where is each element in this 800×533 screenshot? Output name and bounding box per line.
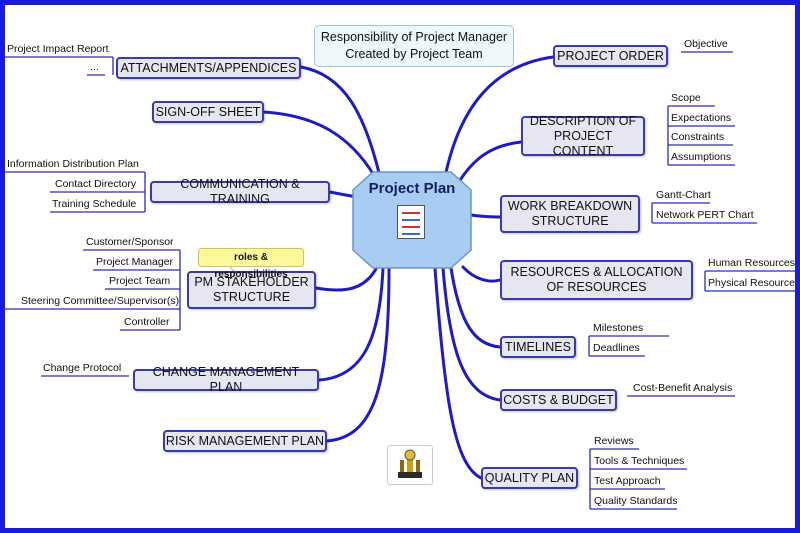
topic-label: CHANGE MANAGEMENT PLAN xyxy=(152,365,300,394)
central-topic[interactable]: Project Plan xyxy=(353,172,471,268)
topic-label-line-2: STRUCTURE xyxy=(531,214,609,228)
roles-callout: roles & responsibilities xyxy=(198,248,304,280)
subtopic-customer-sponsor[interactable]: Customer/Sponsor xyxy=(86,236,174,248)
topic-project-order[interactable]: PROJECT ORDER xyxy=(553,45,668,67)
topic-label-line-1: WORK BREAKDOWN xyxy=(507,199,633,213)
subtopic-reviews[interactable]: Reviews xyxy=(594,435,634,447)
subtopic-cost-benefit-analysis[interactable]: Cost-Benefit Analysis xyxy=(633,382,733,394)
topic-attachments[interactable]: ATTACHMENTS/APPENDICES xyxy=(116,57,301,79)
subtopic-project-team[interactable]: Project Team xyxy=(109,275,171,287)
topic-sign-off-sheet[interactable]: SIGN-OFF SHEET xyxy=(152,101,264,123)
info-note: Responsibility of Project Manager Create… xyxy=(314,25,514,67)
topic-pm-stakeholder-structure[interactable]: PM STAKEHOLDERSTRUCTURE xyxy=(187,271,316,309)
document-checklist-icon xyxy=(397,205,425,239)
topic-costs-budget[interactable]: COSTS & BUDGET xyxy=(500,389,617,411)
subtopic-objective[interactable]: Objective xyxy=(684,38,728,50)
subtopic-project-impact-report[interactable]: Project Impact Report xyxy=(7,43,109,55)
topic-label: COSTS & BUDGET xyxy=(503,392,614,407)
topic-communication-training[interactable]: COMMUNICATION & TRAINING xyxy=(150,177,330,206)
subtopic-human-resources[interactable]: Human Resources xyxy=(708,257,795,269)
topic-label: SIGN-OFF SHEET xyxy=(155,104,261,119)
subtopic-training-schedule[interactable]: Training Schedule xyxy=(52,198,137,210)
mind-map-canvas: Responsibility of Project Manager Create… xyxy=(5,5,795,528)
topic-label: COMMUNICATION & TRAINING xyxy=(180,177,300,206)
note-line-1: Responsibility of Project Manager xyxy=(320,30,508,44)
subtopic-scope[interactable]: Scope xyxy=(671,92,701,104)
central-topic-title: Project Plan xyxy=(368,180,456,197)
subtopic-project-manager[interactable]: Project Manager xyxy=(96,256,174,268)
subtopic-network-pert-chart[interactable]: Network PERT Chart xyxy=(656,209,754,221)
topic-quality-plan[interactable]: QUALITY PLAN xyxy=(481,467,578,489)
topic-label: PROJECT ORDER xyxy=(557,48,664,63)
subtopic-constraints[interactable]: Constraints xyxy=(671,131,725,143)
subtopic-assumptions[interactable]: Assumptions xyxy=(671,151,732,163)
tools-icon[interactable] xyxy=(387,445,433,485)
topic-label: ATTACHMENTS/APPENDICES xyxy=(120,60,297,75)
note-line-2: Created by Project Team xyxy=(345,47,483,61)
topic-risk-management-plan[interactable]: RISK MANAGEMENT PLAN xyxy=(163,430,327,452)
subtopic-gantt-chart[interactable]: Gantt-Chart xyxy=(656,189,711,201)
topic-label-line-2: PROJECT CONTENT xyxy=(552,128,614,158)
subtopic-quality-standards[interactable]: Quality Standards xyxy=(594,495,678,507)
subtopic-information-distribution-plan[interactable]: Information Distribution Plan xyxy=(7,158,139,170)
subtopic-more[interactable]: ... xyxy=(90,61,99,73)
subtopic-steering-committee[interactable]: Steering Committee/Supervisor(s) xyxy=(21,295,180,307)
subtopic-expectations[interactable]: Expectations xyxy=(671,112,732,124)
topic-label-line-2: STRUCTURE xyxy=(212,290,291,304)
subtopic-change-protocol[interactable]: Change Protocol xyxy=(43,362,122,374)
subtopic-physical-resources[interactable]: Physical Resources xyxy=(708,277,795,289)
topic-label: TIMELINES xyxy=(505,339,571,354)
topic-timelines[interactable]: TIMELINES xyxy=(500,336,576,358)
subtopic-deadlines[interactable]: Deadlines xyxy=(593,342,640,354)
subtopic-controller[interactable]: Controller xyxy=(124,316,170,328)
topic-change-management-plan[interactable]: CHANGE MANAGEMENT PLAN xyxy=(133,365,319,394)
topic-label-line-1: RESOURCES & ALLOCATION xyxy=(510,265,683,279)
tools-icon-graphic xyxy=(398,449,422,478)
topic-label-line-1: DESCRIPTION OF xyxy=(529,113,637,128)
subtopic-test-approach[interactable]: Test Approach xyxy=(594,475,661,487)
subtopic-tools-techniques[interactable]: Tools & Techniques xyxy=(594,455,685,467)
topic-label-line-1: PM STAKEHOLDER xyxy=(194,275,308,289)
topic-label-line-2: OF RESOURCES xyxy=(546,280,647,294)
topic-label: QUALITY PLAN xyxy=(484,470,575,485)
topic-label: RISK MANAGEMENT PLAN xyxy=(165,433,325,448)
subtopic-contact-directory[interactable]: Contact Directory xyxy=(55,178,137,190)
subtopic-milestones[interactable]: Milestones xyxy=(593,322,644,334)
